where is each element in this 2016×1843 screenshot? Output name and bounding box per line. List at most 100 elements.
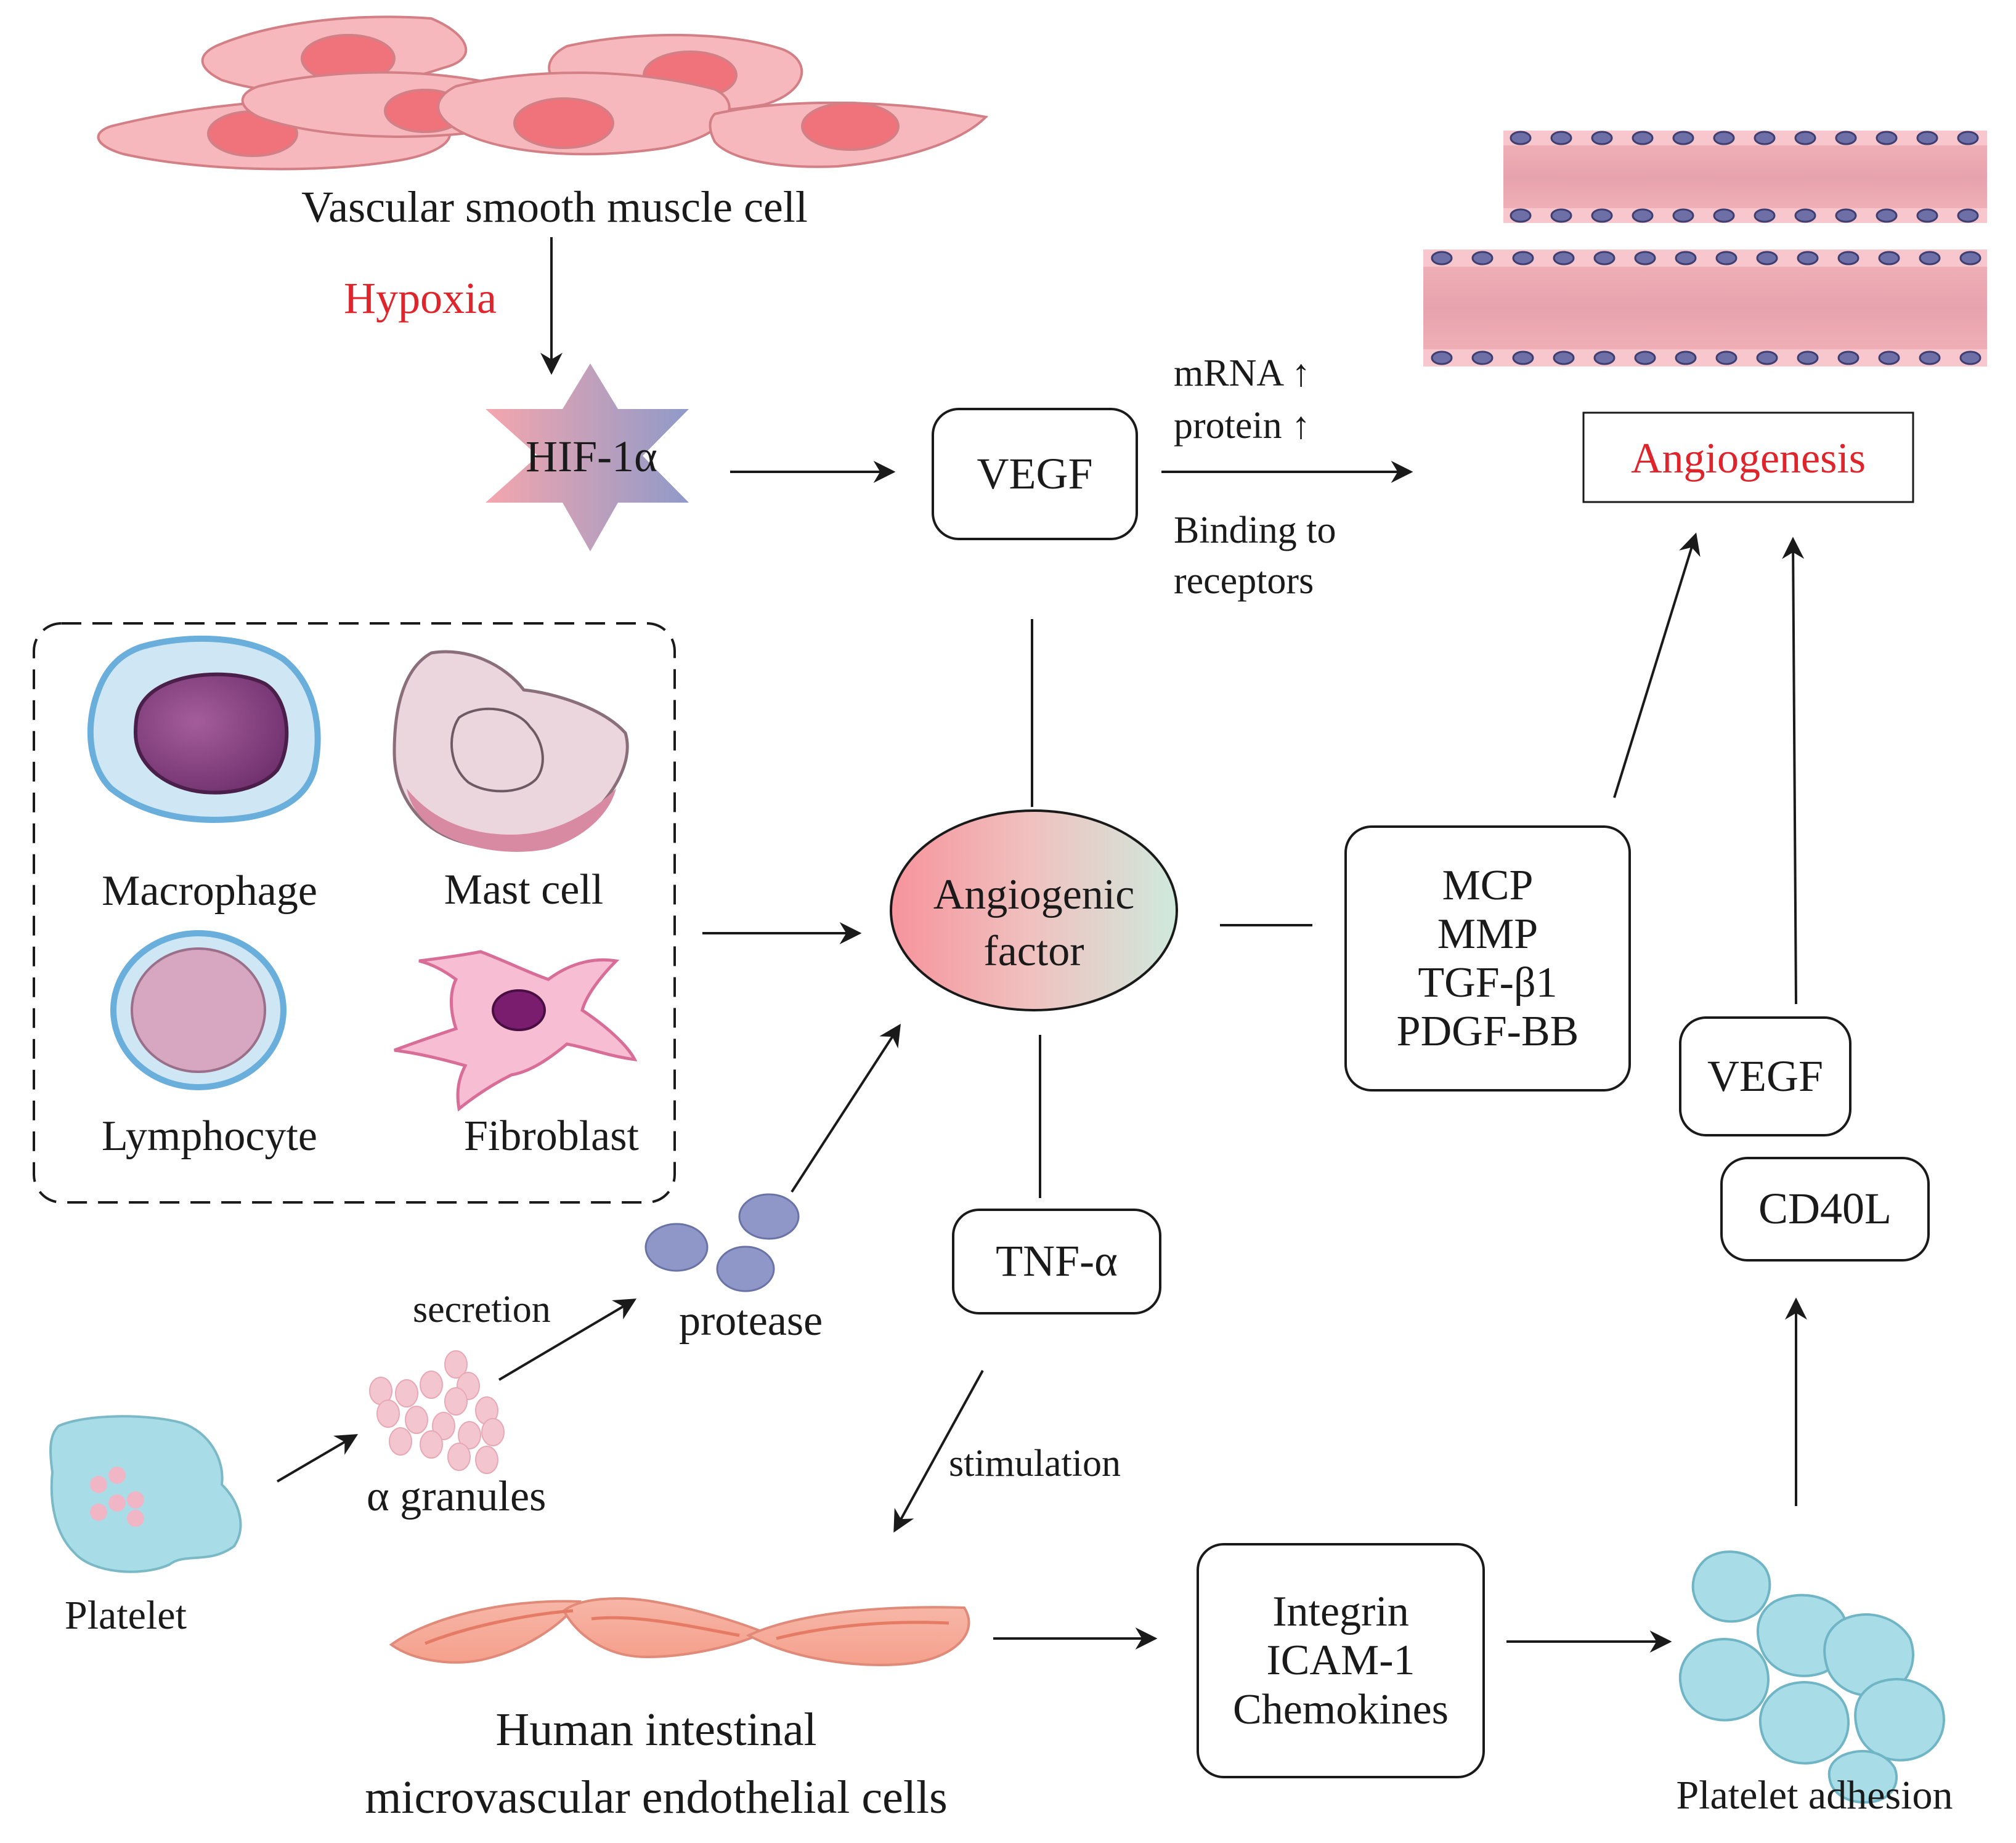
- mcp-mmp-box: MCP MMP TGF-β1 PDGF-BB: [1344, 825, 1631, 1092]
- connectors: [276, 237, 1807, 1653]
- vessel-nucleus: [1471, 251, 1494, 265]
- vessel-nucleus: [1835, 208, 1857, 223]
- vessel-nucleus: [1591, 131, 1613, 145]
- vessel-nucleus: [1959, 251, 1981, 265]
- alpha-granules-label: α granules: [367, 1473, 547, 1520]
- vessel-nucleus: [1593, 251, 1616, 265]
- vessel-nucleus: [1510, 208, 1532, 223]
- vessel-nucleus: [1510, 131, 1532, 145]
- vessel-nucleus: [1916, 131, 1938, 145]
- angiogenesis-label: Angiogenesis: [1630, 435, 1866, 482]
- hif-star-icon: [486, 363, 689, 551]
- vessel-nucleus: [1675, 251, 1697, 265]
- mrna-label: mRNA ↑: [1174, 352, 1311, 394]
- vessel-nucleus: [1431, 350, 1453, 365]
- pdgf-label: PDGF-BB: [1396, 1008, 1579, 1056]
- vessel-nucleus: [1713, 208, 1735, 223]
- vessel-nucleus: [1797, 251, 1819, 265]
- vessel-nucleus: [1715, 350, 1738, 365]
- vessel-nucleus: [1553, 251, 1575, 265]
- vessel-nucleus: [1916, 208, 1938, 223]
- vessel-nucleus: [1634, 350, 1656, 365]
- vessel-nucleus: [1471, 350, 1494, 365]
- macrophage-icon: [87, 635, 321, 823]
- vessel-nucleus: [1756, 251, 1778, 265]
- vessel-nucleus: [1550, 208, 1572, 223]
- macrophage-label: Macrophage: [102, 867, 317, 915]
- fibroblast-label: Fibroblast: [464, 1112, 639, 1160]
- angiogenic-factor-label-line2: factor: [983, 928, 1084, 975]
- vessel-nucleus: [1754, 208, 1776, 223]
- angiogenesis-box: [1582, 411, 1914, 503]
- arrow-mcp-to-angiogenesis: [1613, 532, 1701, 798]
- mmp-label: MMP: [1437, 910, 1538, 958]
- vessel-nucleus: [1919, 251, 1941, 265]
- binding-label-line2: receptors: [1174, 560, 1314, 602]
- mcp-label: MCP: [1442, 861, 1534, 909]
- vessel-nucleus: [1632, 131, 1654, 145]
- tnf-label: TNF-α: [996, 1236, 1118, 1286]
- vessel-nucleus: [1919, 350, 1941, 365]
- smooth-muscle-cell-icon: [97, 15, 989, 171]
- vessel-nucleus: [1876, 208, 1898, 223]
- vessel-nucleus: [1878, 350, 1900, 365]
- vessel-nucleus: [1957, 131, 1979, 145]
- arrow-vegf-to-angiogenesis-right: [1782, 537, 1805, 1005]
- vessel-nucleus: [1675, 350, 1697, 365]
- blood-vessel-icon: [1423, 131, 1987, 367]
- vsmc-label: Vascular smooth muscle cell: [301, 182, 808, 232]
- tnf-box: TNF-α: [952, 1209, 1161, 1314]
- granules-icon: [369, 1350, 505, 1474]
- vessel-nucleus: [1550, 131, 1572, 145]
- vessel-nucleus: [1756, 350, 1778, 365]
- binding-label-line1: Binding to: [1174, 509, 1336, 551]
- arrow-platelet-to-granules: [276, 1434, 359, 1483]
- vessel-nucleus: [1672, 208, 1694, 223]
- vessel-nucleus: [1634, 251, 1656, 265]
- vessel-nucleus: [1713, 131, 1735, 145]
- vessel-nucleus: [1512, 350, 1534, 365]
- vessel-nucleus: [1876, 131, 1898, 145]
- vessel-nucleus: [1591, 208, 1613, 223]
- cd40l-label: CD40L: [1758, 1184, 1892, 1234]
- vessel-nucleus: [1794, 131, 1816, 145]
- mast-cell-icon: [392, 650, 629, 852]
- himec-label-line2: microvascular endothelial cells: [365, 1772, 948, 1823]
- vessel-nucleus: [1835, 131, 1857, 145]
- integrin-label: Integrin: [1272, 1588, 1409, 1636]
- lymphocyte-label: Lymphocyte: [102, 1112, 317, 1160]
- himec-label-line1: Human intestinal: [495, 1704, 817, 1756]
- protease-label: protease: [679, 1297, 823, 1345]
- vessel-nucleus: [1553, 350, 1575, 365]
- vegf-top-box: VEGF: [932, 408, 1138, 540]
- vessel-nucleus: [1512, 251, 1534, 265]
- vegf-right-label: VEGF: [1707, 1051, 1823, 1101]
- vessel-nucleus: [1794, 208, 1816, 223]
- stimulation-label: stimulation: [949, 1443, 1121, 1485]
- vessel-nucleus: [1878, 251, 1900, 265]
- vessel-nucleus: [1797, 350, 1819, 365]
- vegf-right-box: VEGF: [1679, 1016, 1851, 1136]
- vessel-nucleus: [1715, 251, 1738, 265]
- vessel-nucleus: [1632, 208, 1654, 223]
- arrow-protease-to-factor: [791, 1023, 901, 1193]
- icam-label: ICAM-1: [1266, 1637, 1415, 1685]
- chemokines-label: Chemokines: [1233, 1685, 1449, 1733]
- secretion-label: secretion: [413, 1289, 551, 1331]
- angiogenic-factor-label-line1: Angiogenic: [933, 871, 1135, 918]
- platelet-label: Platelet: [65, 1593, 187, 1638]
- integrin-box: Integrin ICAM-1 Chemokines: [1197, 1543, 1485, 1778]
- fibroblast-icon: [394, 950, 638, 1112]
- hif-label: HIF-1α: [526, 432, 657, 481]
- vessel-nucleus: [1837, 350, 1860, 365]
- cd40l-box: CD40L: [1720, 1157, 1930, 1262]
- lymphocyte-icon: [110, 930, 287, 1090]
- vessel-nucleus: [1957, 208, 1979, 223]
- tgf-label: TGF-β1: [1418, 959, 1558, 1007]
- protease-icon: [644, 1193, 800, 1292]
- vessel-nucleus: [1593, 350, 1616, 365]
- vegf-top-label: VEGF: [977, 448, 1093, 498]
- platelet-aggregate-icon: [1678, 1550, 1945, 1804]
- angiogenic-factor-node: [890, 809, 1178, 1011]
